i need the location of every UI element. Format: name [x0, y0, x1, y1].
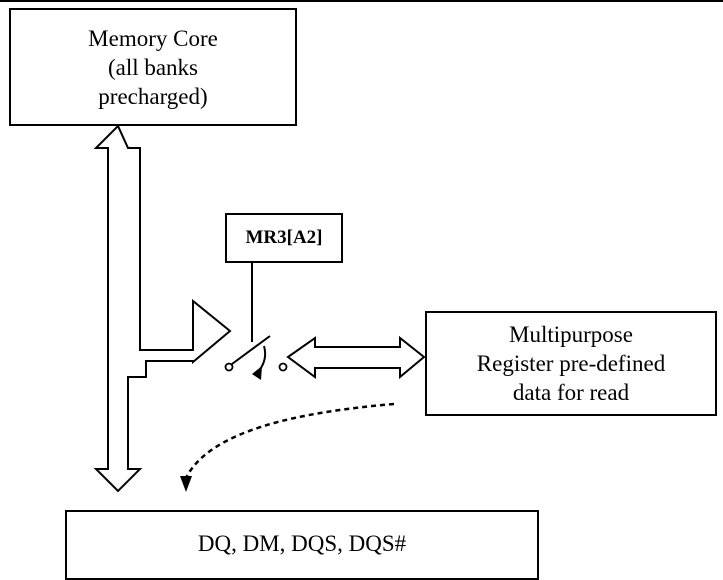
data-pins-box: DQ, DM, DQS, DQS# [65, 510, 539, 580]
mpr-bus-arrow [286, 335, 426, 380]
mode-register-label: MR3[A2] [245, 227, 323, 248]
read-path-dashed-arrow [184, 402, 395, 479]
mode-register-box: MR3[A2] [225, 213, 343, 263]
data-pins-label: DQ, DM, DQS, DQS# [197, 531, 407, 556]
switch-actuation-arrowhead [252, 366, 262, 380]
multipurpose-register-box: Multipurpose Register pre-defined data f… [425, 311, 717, 416]
multipurpose-register-label: Multipurpose Register pre-defined data f… [476, 322, 666, 405]
switch-blade [231, 335, 271, 365]
connection-diagram [93, 124, 426, 493]
memory-core-box: Memory Core (all banks precharged) [9, 8, 297, 126]
switch-contact-left [224, 362, 234, 372]
read-path-arrowhead [180, 476, 192, 492]
top-rule [0, 0, 723, 2]
switch-contact-right [278, 362, 288, 372]
memory-core-label: Memory Core (all banks precharged) [88, 25, 218, 109]
core-bus-arrow [93, 124, 232, 493]
